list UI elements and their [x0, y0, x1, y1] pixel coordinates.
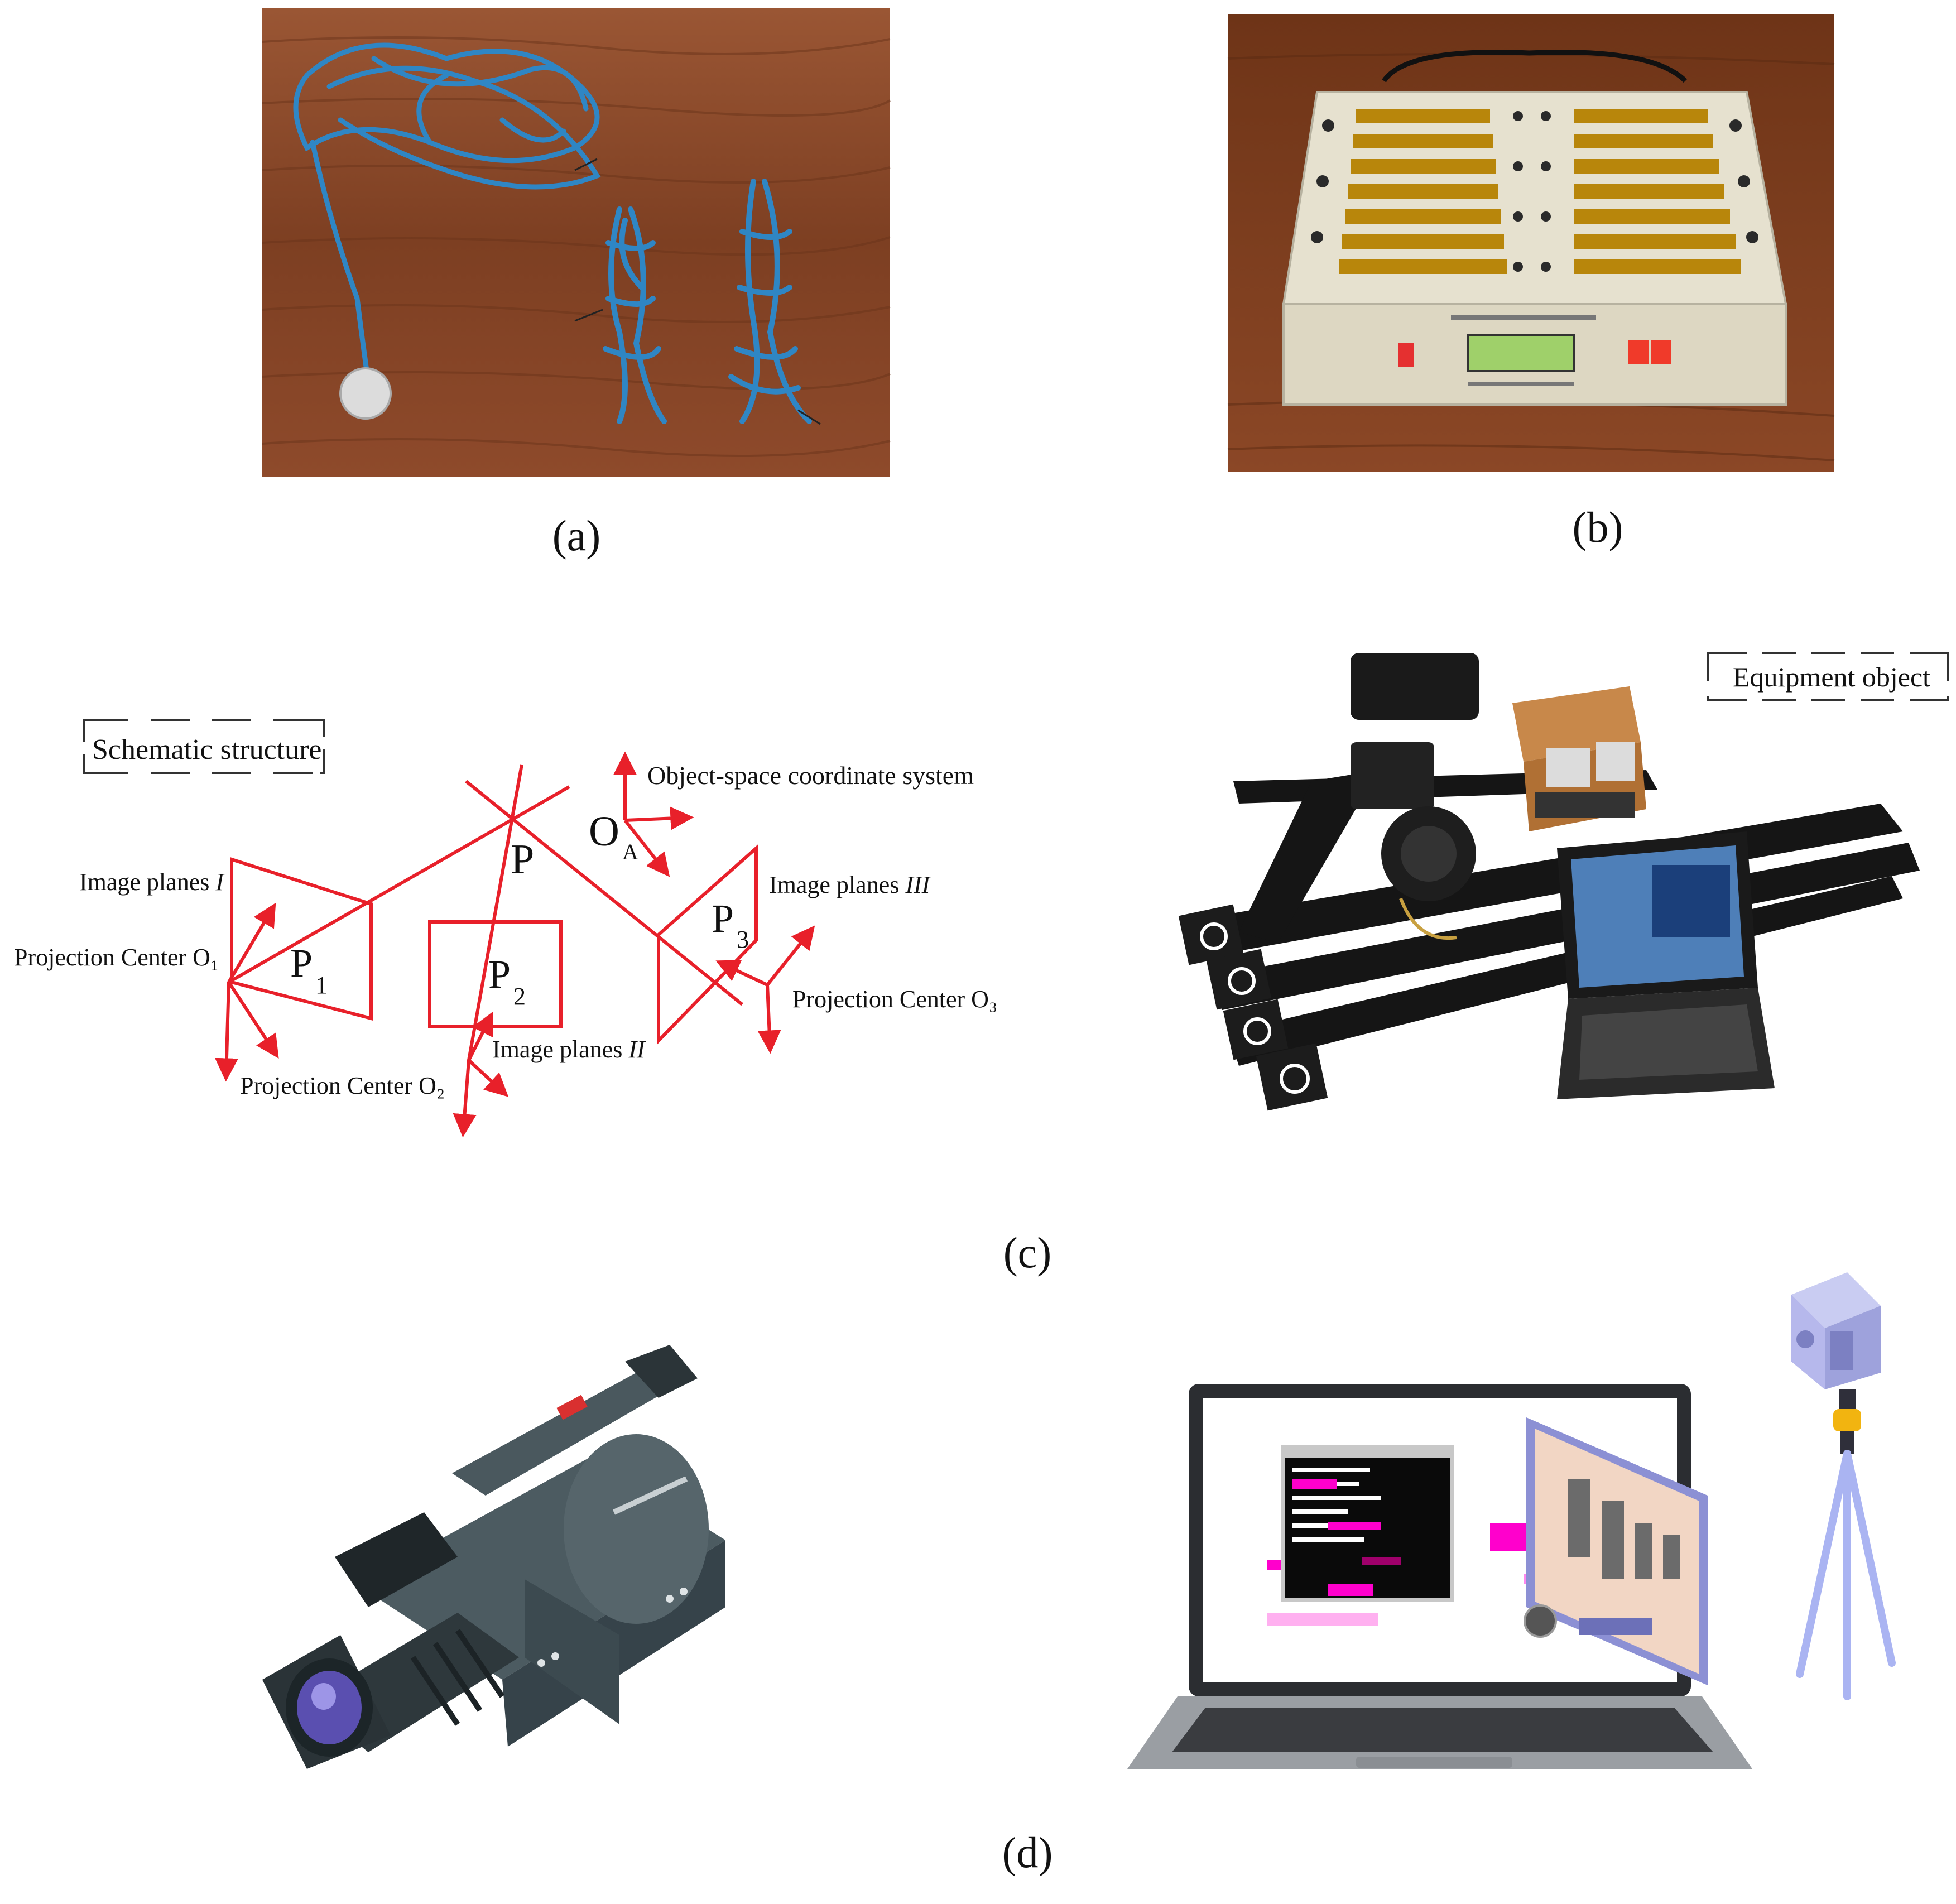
p3-sub: 3 [737, 926, 749, 953]
p2-sub: 2 [513, 983, 526, 1010]
sensor-disc [339, 367, 392, 420]
schematic-diagram: Schematic structure Object-space coordin… [14, 719, 997, 1138]
image-plane-3-label: Image planes III [769, 871, 931, 898]
caption-a: (a) [552, 511, 601, 560]
object-space-label: Object-space coordinate system [647, 761, 974, 790]
schematic-box-label: Schematic structure [92, 734, 322, 766]
p3-label: P [712, 896, 734, 941]
p1-sub: 1 [315, 972, 328, 999]
photo-acquisition-box [1227, 14, 1835, 472]
caption-b: (b) [1572, 503, 1623, 551]
equipment-box-label: Equipment object [1733, 661, 1930, 693]
origin-sub-label: A [622, 839, 638, 864]
image-plane-2-label: Image planes II [492, 1036, 646, 1063]
proj-center-3-label: Projection Center O₃ [792, 985, 997, 1013]
equipment-photo: Equipment object [1178, 652, 1949, 1111]
caption-c: (c) [1003, 1228, 1052, 1277]
image-plane-1-label: Image planes I [79, 868, 225, 896]
panel-b: (b) [1227, 14, 1835, 551]
panel-a: (a) [262, 8, 891, 560]
origin-o-label: O [589, 808, 619, 855]
photo-sensors-cables [262, 8, 891, 477]
caption-d: (d) [1002, 1828, 1053, 1877]
proj-center-2-label: Projection Center O₂ [240, 1072, 445, 1099]
point-p-label: P [511, 836, 534, 883]
proj-center-1-label: Projection Center O₁ [14, 944, 219, 971]
video-camera-illustration [262, 1345, 725, 1769]
p2-label: P [488, 952, 511, 997]
laptop-tripod-illustration [1127, 1272, 1896, 1769]
p1-label: P [290, 941, 313, 985]
